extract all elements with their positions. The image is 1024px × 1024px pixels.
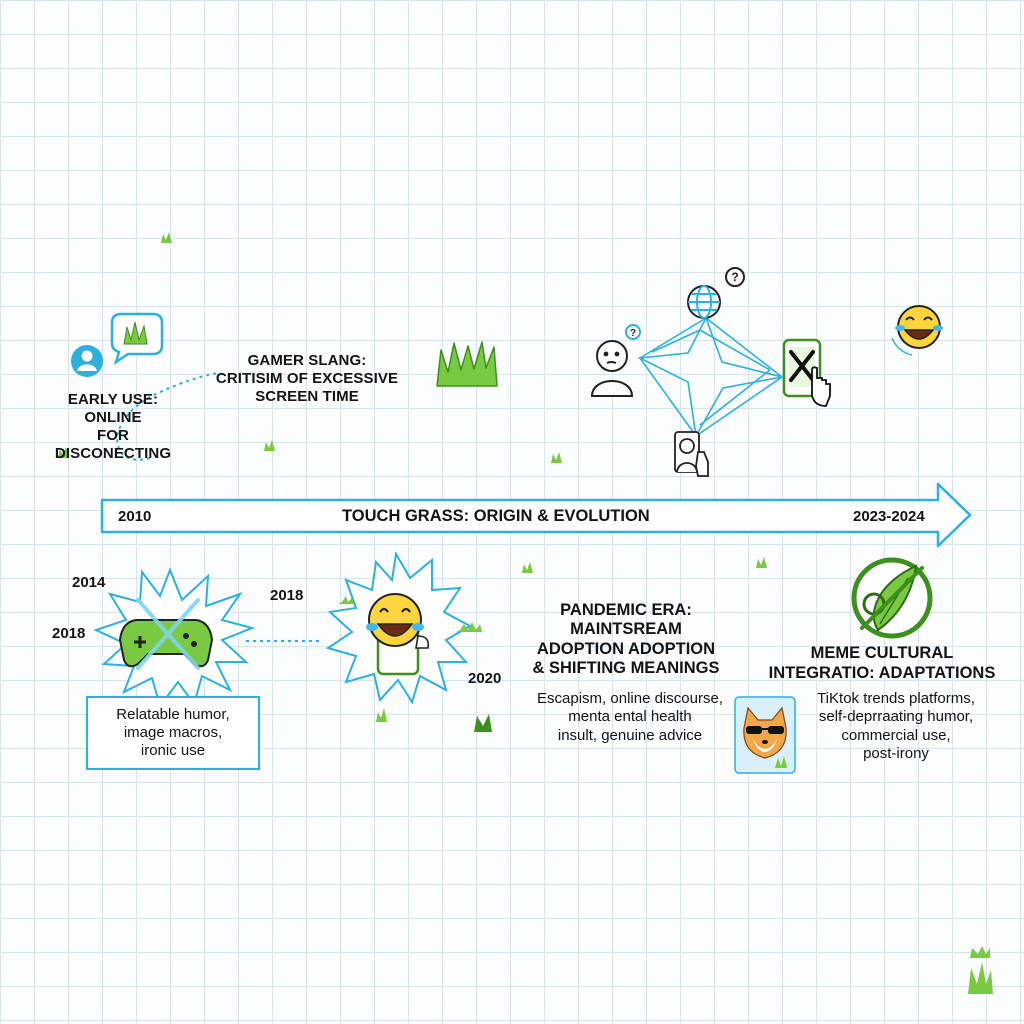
culture-body-line1: TiKtok trends platforms, (817, 690, 975, 707)
culture-body-line3: commercial use, (841, 726, 951, 744)
culture-title-line1: MEME CULTURAL (810, 644, 954, 662)
svg-text:?: ? (731, 270, 738, 284)
meme-description-box: Relatable humor, image macros, ironic us… (86, 696, 260, 770)
pandemic-body-line1: Escapism, online discourse, (537, 690, 723, 707)
pandemic-title-line2: MAINTSREAM (570, 620, 682, 639)
pandemic-body-line2: menta ental health (568, 708, 692, 726)
timeline-arrow (100, 482, 972, 548)
meme-line1: Relatable humor, (116, 705, 230, 723)
meme-culture-description: TiKtok trends platforms, self-deprraatin… (798, 690, 994, 763)
timeline-title: TOUCH GRASS: ORIGIN & EVOLUTION (342, 507, 650, 525)
pandemic-body-line3: insult, genuine advice (557, 726, 703, 744)
confused-person-icon: ? (590, 324, 641, 397)
laughing-emoji-icon (891, 305, 943, 356)
grass-tuft-icon (436, 341, 498, 387)
network-lines (637, 316, 783, 439)
shiba-doge-icon (734, 696, 796, 774)
culture-body-line4: post-irony (863, 744, 929, 762)
early-use-line2: FOR DISCONECTING (54, 427, 172, 462)
phone-no-touch-icon (782, 338, 831, 407)
phone-laughing-emoji-icon (325, 551, 473, 705)
svg-text:?: ? (630, 328, 636, 339)
meme-line3: ironic use (140, 742, 206, 760)
culture-title-line2: INTEGRATIO: ADAPTATIONS (768, 663, 996, 682)
year-2014: 2014 (72, 574, 106, 591)
pandemic-title-line3: ADOPTION ADOPTION (536, 639, 716, 658)
grass-circle-icon (851, 557, 933, 639)
game-controller-icon (93, 567, 256, 709)
meme-line2: image macros, (123, 723, 223, 741)
gamer-slang-line2: CRITISIM OF EXCESSIVE (215, 370, 399, 387)
timeline-start-year: 2010 (118, 508, 152, 525)
meme-culture-title: MEME CULTURAL INTEGRATIO: ADAPTATIONS (768, 644, 996, 684)
pandemic-title-line4: & SHIFTING MEANINGS (532, 659, 720, 678)
user-icon (71, 345, 103, 377)
person-phone-icon (674, 431, 709, 477)
gamer-slang-line3: SCREEN TIME (255, 388, 359, 405)
early-use-line1: EARLY USE: ONLINE (67, 391, 159, 426)
culture-body-line2: self-deprraating humor, (818, 708, 974, 726)
meme-description-text: Relatable humor, image macros, ironic us… (116, 706, 229, 761)
year-2018-middle: 2018 (270, 587, 304, 604)
pandemic-era-title: PANDEMIC ERA: MAINTSREAM ADOPTION ADOPTI… (510, 601, 742, 679)
gamer-slang-line1: GAMER SLANG: (247, 352, 367, 369)
speech-bubble-grass-icon (110, 312, 164, 365)
globe-question-icon: ? (687, 267, 745, 319)
year-2020: 2020 (468, 670, 502, 687)
year-2018-left: 2018 (52, 625, 86, 642)
timeline-end-year: 2023-2024 (853, 508, 925, 525)
early-use-label: EARLY USE: ONLINE FOR DISCONECTING (38, 391, 188, 463)
pandemic-era-description: Escapism, online discourse, menta ental … (520, 690, 740, 745)
pandemic-title-line1: PANDEMIC ERA: (560, 601, 692, 619)
gamer-slang-label: GAMER SLANG: CRITISIM OF EXCESSIVE SCREE… (212, 352, 402, 406)
grass-sprout-decor (58, 232, 993, 994)
